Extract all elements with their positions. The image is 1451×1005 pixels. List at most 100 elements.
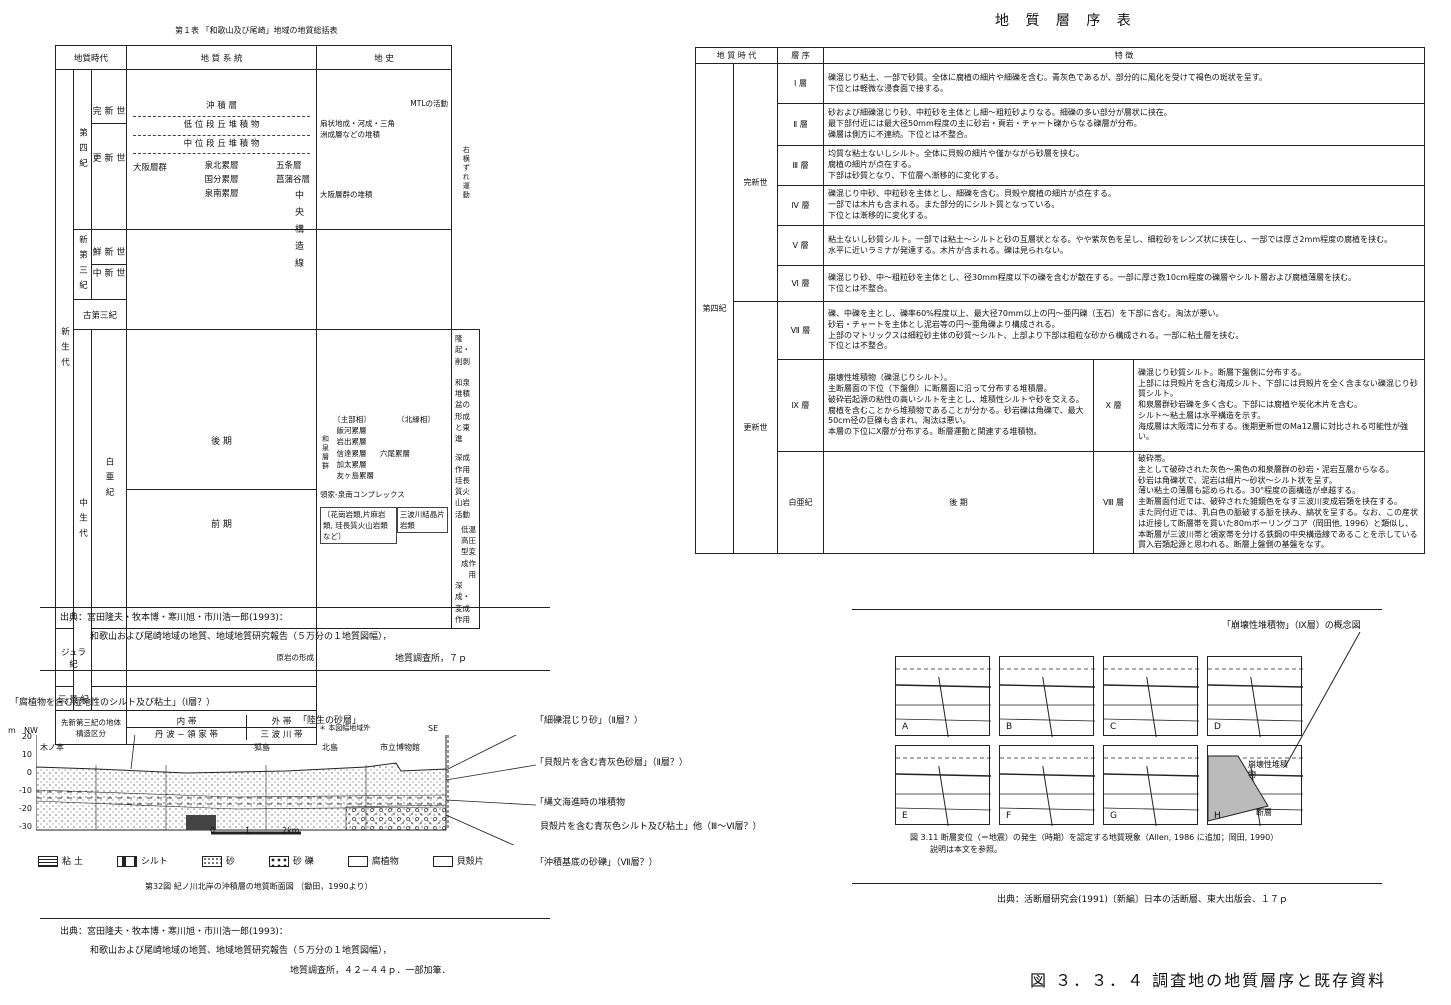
epoch-early: 前 期 bbox=[211, 519, 232, 530]
ryoke-complex: 領家-泉南コンプレックス bbox=[320, 490, 405, 500]
mtl-label: 中央構造線 bbox=[293, 190, 303, 275]
hist-right-lateral: 右横ずれ運動 bbox=[462, 145, 471, 200]
era-cenozoic: 新 生 代 bbox=[59, 327, 70, 368]
hist-uplift: 隆起・削剥 bbox=[455, 334, 470, 366]
geologic-summary-table: 地質時代 地 質 系 統 地 史 新 生 代 第 四 紀 完 新 世 更 新 世… bbox=[55, 45, 480, 745]
concept-panel-label: G bbox=[1110, 811, 1117, 821]
sanbagawa-schist: 三波川結晶片岩類 bbox=[396, 506, 448, 533]
period-cretaceous: 白 亜 紀 bbox=[104, 457, 114, 498]
osaka-group: 大阪層群 bbox=[133, 163, 168, 174]
source2-label: 出典：宮田隆夫・牧本博・寒川旭・市川浩一郎(1993)： bbox=[60, 927, 288, 937]
y-axis: 20 10 0 -10 -20 -30 bbox=[6, 732, 36, 832]
izumi-unit: 信達累層 bbox=[336, 448, 367, 458]
sennan: 泉南累層 bbox=[204, 188, 239, 199]
place-kitsunejima: 狐島 bbox=[254, 743, 270, 752]
colluvium-label: 崩壊性堆積物 bbox=[1248, 760, 1288, 779]
concept-panel-d: D bbox=[1207, 656, 1304, 738]
legend-humus: 腐植物 bbox=[347, 856, 399, 869]
concept-caption: 図 3.11 断層変位（＝地震）の発生（時期）を認定する地質現象（Allen, … bbox=[910, 833, 1279, 842]
concept-sketch bbox=[999, 757, 1096, 827]
tectonic-label: 先新第三紀の地体構造区分 bbox=[55, 710, 127, 745]
header-history: 地 史 bbox=[316, 45, 452, 70]
izumi-group: 和泉層群 bbox=[321, 435, 330, 472]
granite: 〔花崗岩類,片麻岩類, 珪長質火山岩類など〕 bbox=[320, 506, 397, 545]
hist-deep-meta: 深成・変成作用 bbox=[455, 581, 470, 624]
rt-layer: Ⅸ 層 bbox=[777, 359, 824, 452]
era-mesozoic: 中 生 代 bbox=[77, 498, 88, 539]
epoch-pliocene: 鮮 新 世 bbox=[92, 244, 126, 265]
rt-desc: 礫混じり砂質シルト。断層下盤側に分布する。 上部には貝殻片を含む海成シルト、下部… bbox=[1133, 359, 1425, 452]
rt-late: 後 期 bbox=[823, 450, 1094, 555]
callout-7: 「沖積基底の砂礫」（Ⅶ層？） bbox=[535, 858, 658, 868]
rt-cretaceous: 白亜紀 bbox=[777, 450, 824, 555]
y-tick: 0 bbox=[26, 768, 32, 777]
place-kinomoto: 木ノ本 bbox=[40, 743, 64, 752]
table1-caption: 第１表 「和歌山及び尾崎」地域の地質総括表 bbox=[175, 26, 338, 35]
scale-1: 1 bbox=[245, 826, 251, 835]
north-facies: 〔北縁相〕 bbox=[397, 414, 435, 424]
header-system: 地 質 系 統 bbox=[126, 45, 317, 70]
cross-section-caption: 第32図 紀ノ川北岸の沖積層の地質断面図 （鋤田，1990より） bbox=[145, 882, 373, 891]
concept-panel-label: F bbox=[1006, 811, 1012, 821]
mukurio: 六尾累層 bbox=[380, 448, 410, 458]
source1-line3: 地質調査所，７ｐ bbox=[395, 654, 468, 664]
axis-unit: m bbox=[8, 726, 16, 735]
header-era: 地質時代 bbox=[55, 45, 127, 70]
rt-layer: Ⅵ 層 bbox=[777, 265, 824, 302]
concept-panel-label: A bbox=[902, 722, 909, 732]
callout-1: 「腐植物を含む湿地性のシルト及び粘土」（Ⅰ層？） bbox=[10, 698, 216, 708]
callout-5: 「縄文海進時の堆積物 bbox=[535, 798, 626, 808]
cross-section-legend: 粘 土 シルト 砂 砂 礫 腐植物 貝殻片 bbox=[38, 856, 484, 869]
rt-desc: 破砕帯。 主として破砕された灰色〜黒色の和泉層群の砂岩・泥岩互層からなる。 砂岩… bbox=[1133, 450, 1425, 555]
y-tick: 10 bbox=[21, 750, 32, 759]
hist-hp-meta: 低温高圧型変成作用 bbox=[461, 524, 476, 579]
concept-sketch bbox=[1207, 668, 1304, 738]
concept-sketch bbox=[1103, 757, 1200, 827]
senpoku: 泉北累層 bbox=[204, 161, 239, 172]
hist-felsic: 珪長質火山岩活動 bbox=[455, 475, 470, 519]
low-terrace: 低 位 段 丘 堆 積 物 bbox=[133, 117, 310, 136]
rt-layer: Ⅳ 層 bbox=[777, 185, 824, 226]
concept-panel-label: B bbox=[1006, 722, 1013, 732]
rt-desc: 礫混じり中砂、中粒砂を主体とし、細礫を含む。貝殻や腐植の細片が点在する。 一部で… bbox=[823, 185, 1425, 226]
callout-3: 「細礫混じり砂」（Ⅱ層？） bbox=[535, 716, 643, 726]
rt-desc: 礫混じり粘土、一部で砂質。全体に腐植の細片や細礫を含む。青灰色であるが、部分的に… bbox=[823, 63, 1425, 104]
cross-section-drawing bbox=[36, 735, 536, 845]
rt-desc: 崩壊性堆積物（礫混じりシルト）。 主断層面の下位（下盤側）に断層面に沿って分布す… bbox=[823, 359, 1094, 452]
hist-deep: 深成作用 bbox=[455, 453, 470, 474]
concept-panel-e: E bbox=[895, 745, 992, 827]
gojo: 五条層 bbox=[275, 161, 302, 172]
callout-2: 「陸生の砂層」 bbox=[298, 716, 362, 726]
rt-header-era: 地 質 時 代 bbox=[695, 47, 778, 64]
place-museum: 市立博物館 bbox=[380, 743, 420, 752]
rt-header-layer: 層 序 bbox=[777, 47, 824, 64]
concept-panel-a: A bbox=[895, 656, 992, 738]
y-tick: -10 bbox=[18, 786, 32, 795]
concept-sketch bbox=[895, 757, 992, 827]
epoch-holocene: 完 新 世 bbox=[92, 103, 126, 124]
legend-shell: 貝殻片 bbox=[432, 856, 484, 869]
kokubu: 国分累層 bbox=[204, 174, 239, 185]
hist-osaka: 大阪層群の堆積 bbox=[320, 190, 373, 199]
fault-label: 断層 bbox=[1256, 808, 1272, 817]
tectonic-tanba: 丹 波 − 領 家 帯 bbox=[154, 730, 219, 740]
note-outside: ＊ 本図幅地域外 bbox=[319, 723, 371, 732]
legend-clay: 粘 土 bbox=[38, 856, 83, 869]
right-table-title: 地 質 層 序 表 bbox=[995, 13, 1137, 29]
se-label: SE bbox=[428, 724, 439, 733]
rt-layer: Ⅰ 層 bbox=[777, 63, 824, 104]
source2-line2: 和歌山および尾崎地域の地質、地域地質研究報告（５万分の１地質図幅）， bbox=[90, 946, 392, 956]
concept-panel-label: D bbox=[1214, 722, 1221, 732]
period-quaternary: 第 四 紀 bbox=[77, 127, 88, 169]
rt-layer: Ⅱ 層 bbox=[777, 103, 824, 146]
mid-terrace: 中 位 段 丘 堆 積 物 bbox=[133, 136, 310, 155]
hist-protolith: 原岩の形成 bbox=[126, 628, 317, 687]
stratigraphy-table: 地 質 時 代 層 序 特 徴 第四紀 完新世 Ⅰ 層 礫混じり粘土、一部で砂質… bbox=[695, 47, 1425, 555]
rt-layer: Ⅹ 層 bbox=[1093, 359, 1134, 452]
source2-line3: 地質調査所，４２−４４ｐ．一部加筆． bbox=[290, 966, 451, 976]
y-tick: -30 bbox=[18, 822, 32, 831]
epoch-pleistocene: 更 新 世 bbox=[92, 154, 126, 164]
shobudani: 菖蒲谷層 bbox=[275, 174, 310, 185]
